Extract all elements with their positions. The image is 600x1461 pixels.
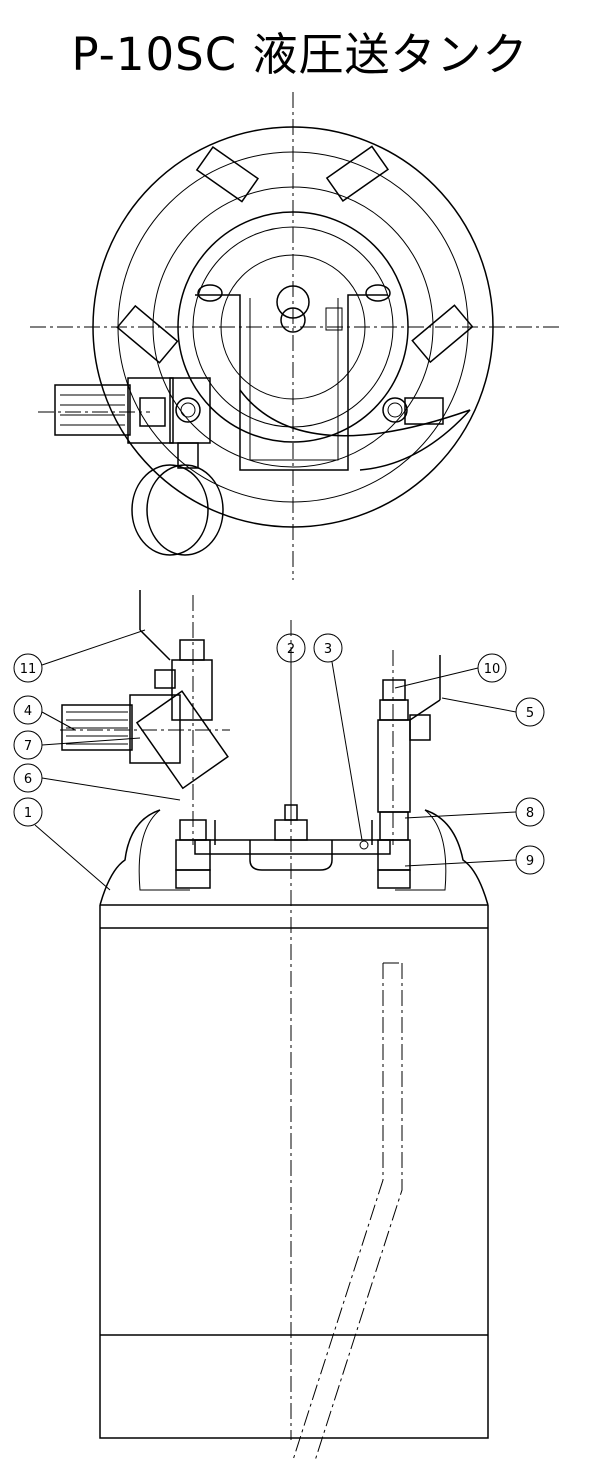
callout-4: 4: [13, 695, 76, 731]
callout-9: 9: [404, 845, 545, 875]
callout-label: 8: [526, 806, 534, 821]
callout-3: 3: [313, 633, 363, 841]
callout-10: 10: [394, 653, 507, 689]
callouts: 11 4 7 6 1 2: [13, 629, 545, 891]
callout-label: 4: [24, 704, 32, 719]
side-view: [60, 590, 489, 1461]
callout-label: 1: [24, 806, 32, 821]
callout-label: 6: [24, 772, 32, 787]
callout-7: 7: [13, 730, 141, 760]
callout-8: 8: [404, 797, 545, 827]
callout-label: 3: [324, 642, 332, 657]
callout-label: 5: [526, 706, 534, 721]
callout-label: 11: [20, 662, 37, 677]
callout-label: 2: [287, 642, 295, 657]
callout-label: 10: [484, 662, 501, 677]
page-title: P-10SC 液圧送タンク: [71, 28, 529, 81]
callout-11: 11: [13, 629, 146, 683]
callout-1: 1: [13, 797, 111, 891]
callout-5: 5: [441, 697, 545, 727]
callout-label: 7: [24, 739, 32, 754]
top-view: [30, 92, 560, 580]
callout-label: 9: [526, 854, 534, 869]
callout-6: 6: [13, 763, 181, 801]
callout-2: 2: [276, 633, 306, 815]
